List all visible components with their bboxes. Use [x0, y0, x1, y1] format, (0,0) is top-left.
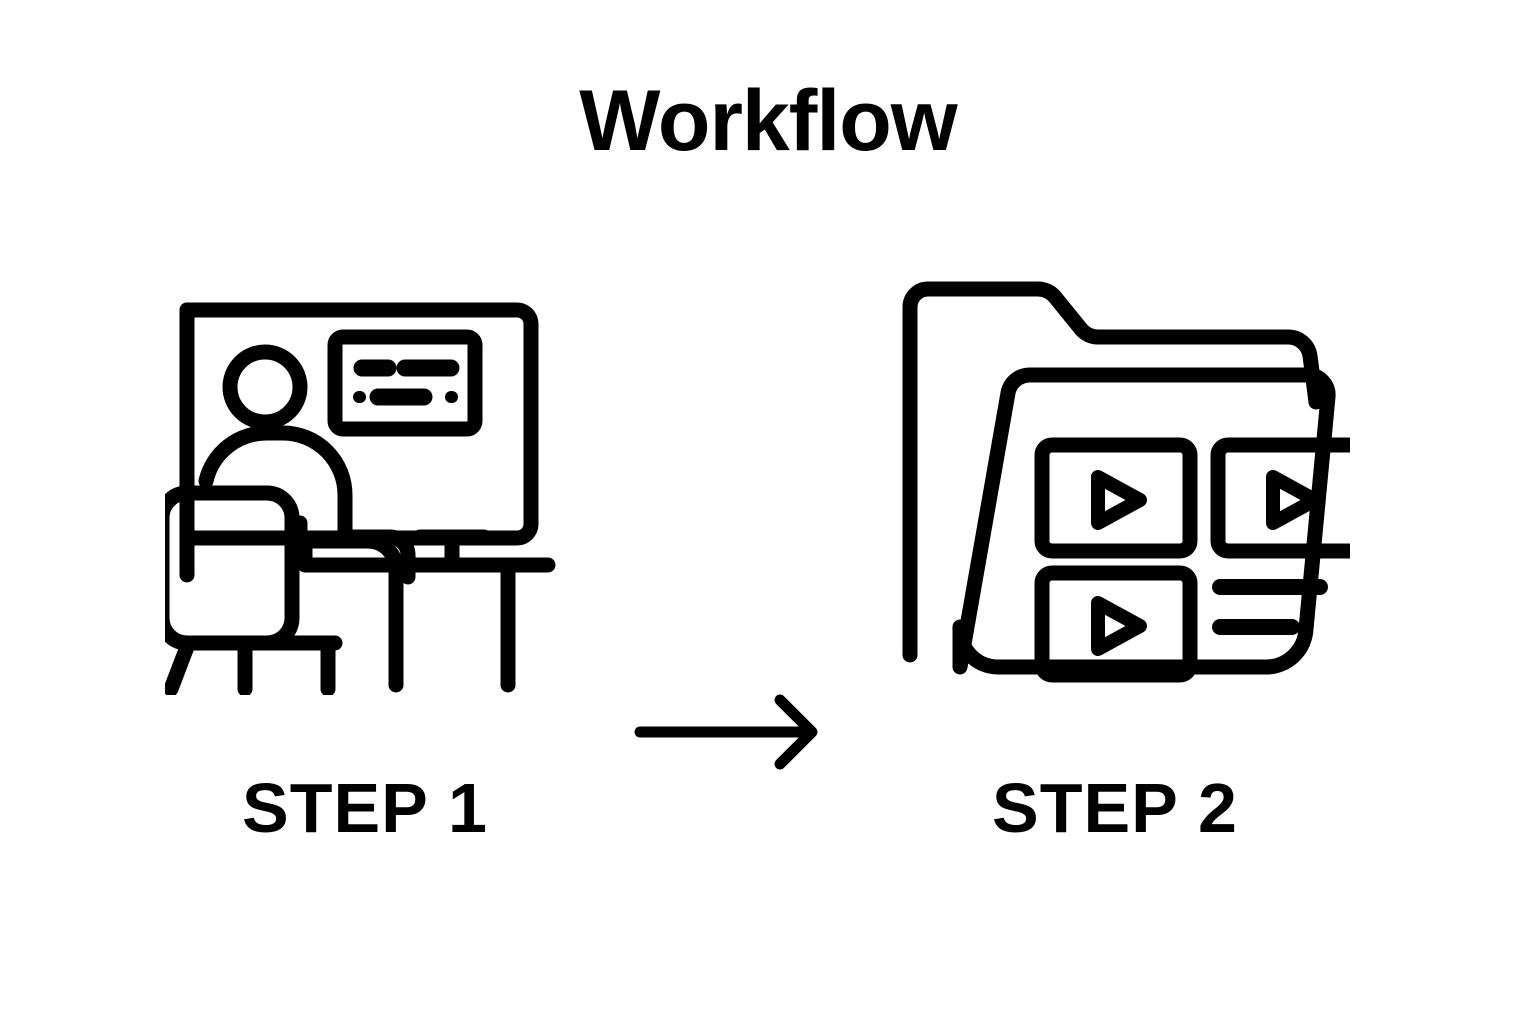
page-title: Workflow	[579, 73, 957, 169]
step-labels: STEP 1 STEP 2	[0, 770, 1536, 880]
step-1-label: STEP 1	[242, 769, 488, 847]
step-2-label: STEP 2	[992, 769, 1238, 847]
flow-row	[0, 260, 1536, 770]
folder-with-video-thumbnails-icon	[880, 270, 1350, 700]
arrow-right-icon	[630, 690, 830, 770]
person-at-desk-computer-icon	[130, 270, 600, 700]
step-2-group	[880, 260, 1350, 720]
step-1-group	[130, 260, 600, 720]
